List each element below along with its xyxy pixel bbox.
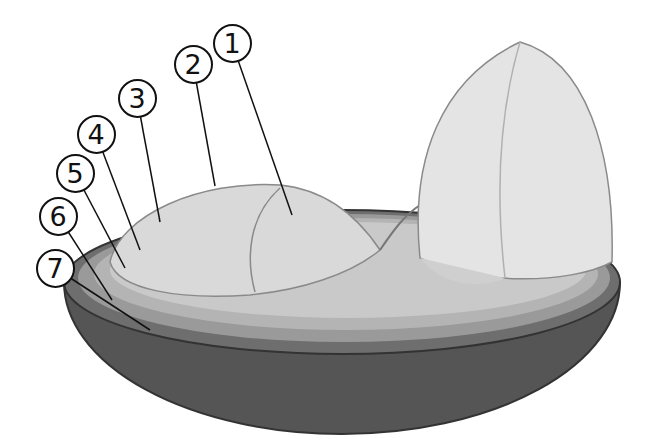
callout-number: 1 [223,30,240,57]
leader-lines [55,43,292,330]
callout-circle: 2 [174,45,213,84]
segment-edge [500,42,520,278]
callout-circle: 7 [36,249,75,288]
callout-number: 2 [184,51,201,78]
callout-number: 7 [46,255,63,282]
callout-circle: 5 [56,154,95,193]
standing-segment [418,42,612,279]
leader-line [232,43,292,215]
segment-shadow [420,258,505,284]
callout-number: 4 [87,121,104,148]
callout-circle: 3 [118,79,157,118]
segment-seam [250,188,280,292]
callout-circle: 1 [213,24,252,63]
segment-gap [380,205,420,250]
callout-circle: 6 [39,197,78,236]
callout-number: 6 [49,203,66,230]
callout-circle: 4 [77,115,116,154]
callout-number: 5 [66,160,83,187]
flat-segment [110,185,380,297]
callout-number: 3 [128,85,145,112]
